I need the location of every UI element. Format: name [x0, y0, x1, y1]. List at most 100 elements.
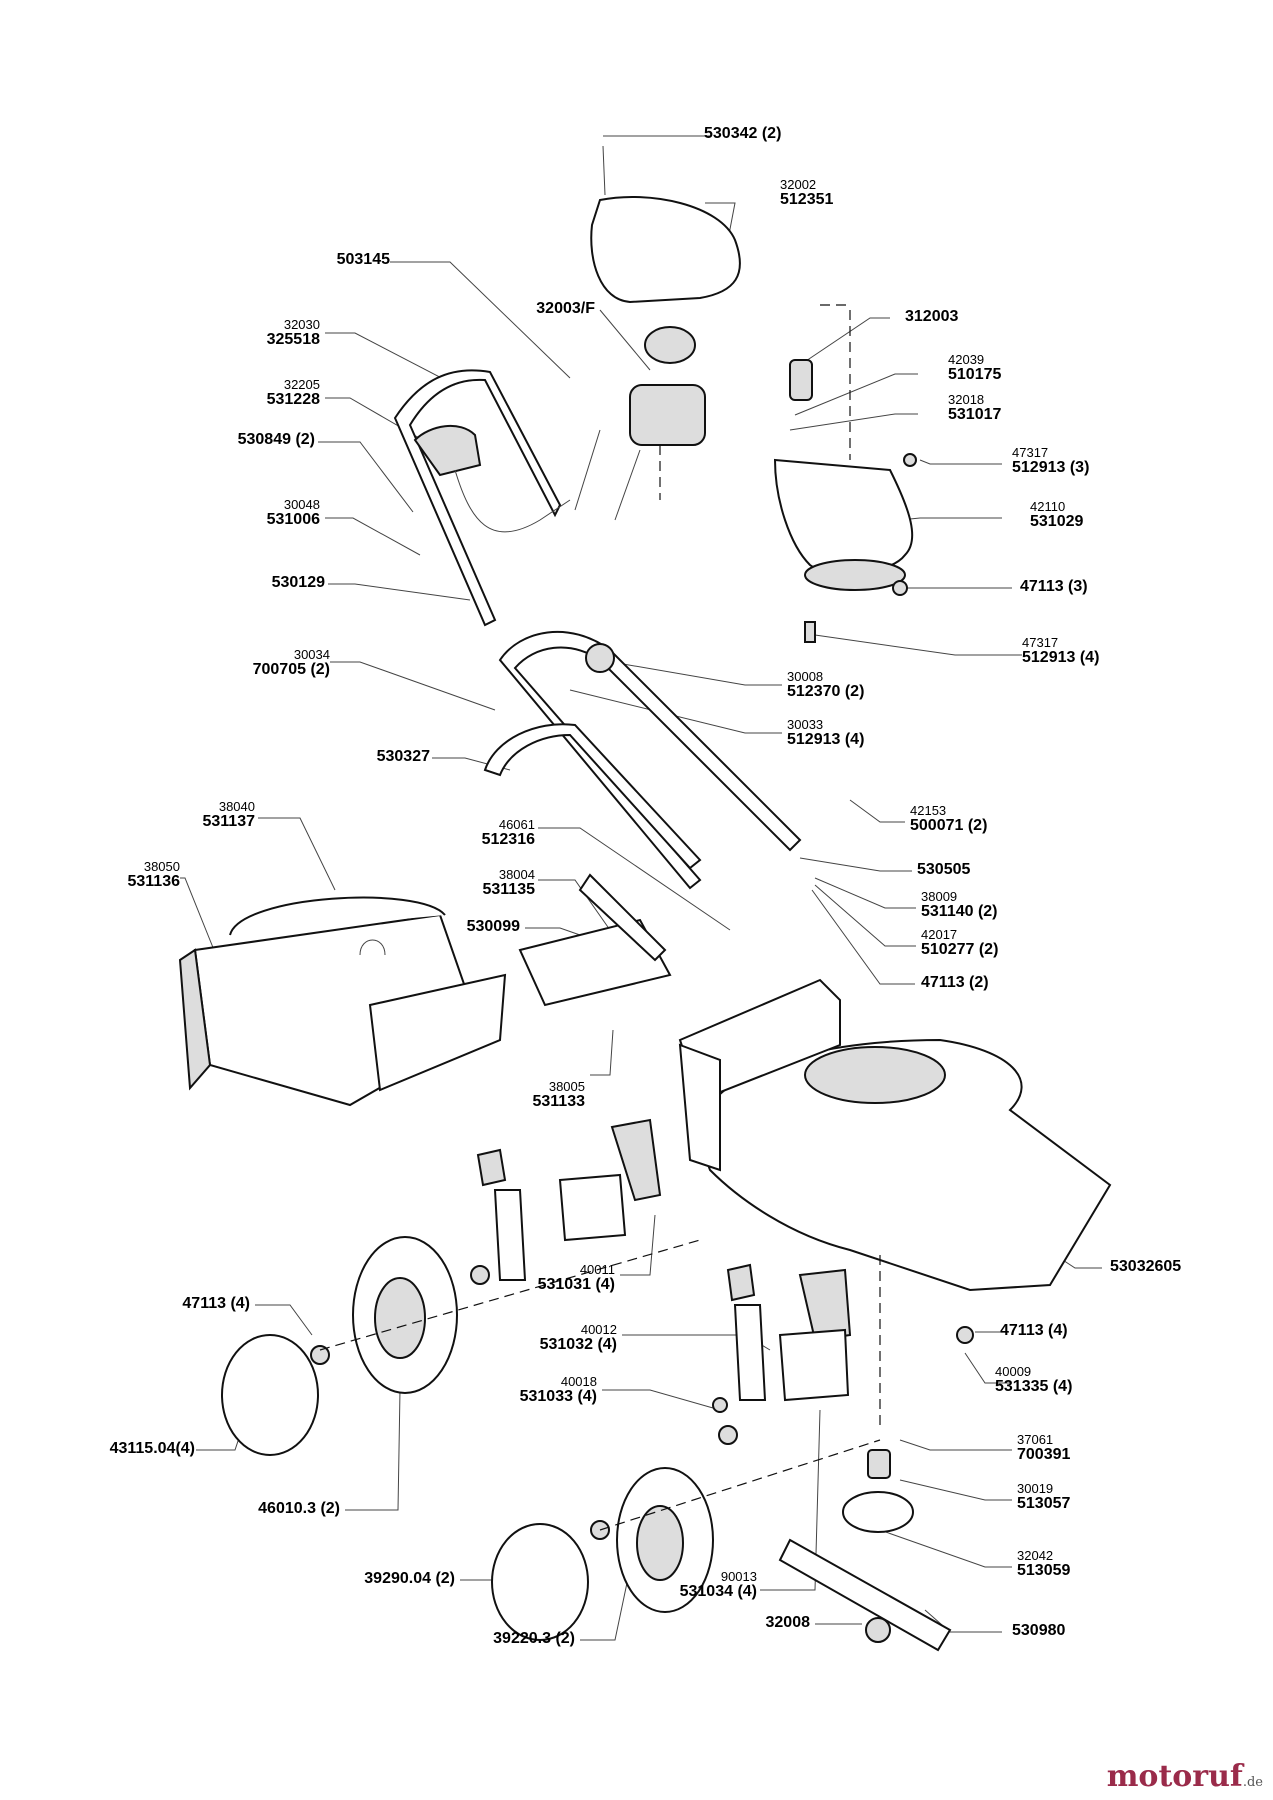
part-label: 53032605	[1110, 1258, 1182, 1275]
upper-handle	[393, 369, 641, 627]
part-label: 46010.3 (2)	[258, 1500, 340, 1517]
leader-l41	[345, 1389, 401, 1511]
leader-l16	[814, 634, 1022, 656]
front-wheel	[491, 1467, 714, 1641]
axles	[319, 1239, 974, 1531]
leader-l28	[525, 927, 581, 936]
discharge-guard	[518, 873, 672, 1007]
leader-l30	[811, 889, 915, 985]
leader-l26	[538, 879, 611, 931]
height-adjusters	[476, 1118, 852, 1402]
leader-l38	[602, 1389, 721, 1411]
motor	[629, 326, 706, 500]
part-label: 503145	[336, 251, 390, 268]
leader-l10	[318, 441, 414, 513]
part-label: 47113 (3)	[1020, 578, 1088, 595]
leader-l47	[924, 1609, 1002, 1633]
part-label: 530099	[466, 918, 520, 935]
leader-l31	[590, 1029, 614, 1076]
leader-l34	[255, 1304, 313, 1336]
mower-deck	[678, 978, 1112, 1430]
leader-l23	[538, 827, 731, 931]
part-label: 32008	[765, 1614, 811, 1631]
leader-l44	[760, 1409, 821, 1591]
leader-l43	[879, 1529, 1012, 1568]
leader-l07	[794, 373, 918, 416]
leader-l40	[899, 1439, 1012, 1451]
part-label: 39220.3 (2)	[493, 1630, 575, 1647]
part-label: 312003	[905, 308, 959, 325]
leader-l17	[330, 661, 496, 711]
motor-cover	[590, 145, 741, 304]
blade-housing	[773, 304, 914, 591]
leader-l12	[325, 517, 421, 556]
rear-wheel	[221, 1236, 458, 1456]
leader-l19	[569, 689, 782, 734]
part-label: 530980	[1012, 1622, 1066, 1639]
blade-assembly	[778, 1449, 952, 1652]
leader-l14	[328, 583, 471, 601]
part-label: 47113 (4)	[182, 1295, 250, 1312]
part-label: 47113 (4)	[1000, 1322, 1068, 1339]
screws-motor-area	[804, 453, 917, 643]
part-label: 530505	[917, 861, 971, 878]
leader-l05	[799, 317, 890, 366]
leader-l27	[814, 877, 916, 909]
leader-l37	[964, 1352, 1010, 1384]
leader-l09	[789, 413, 918, 431]
lower-handle	[483, 630, 802, 890]
leader-l25	[799, 857, 912, 872]
part-label: 530129	[271, 574, 325, 591]
part-label: 530327	[376, 748, 430, 765]
part-label: 47113 (2)	[921, 974, 989, 991]
part-label: 530849 (2)	[237, 431, 315, 448]
part-label: 39290.04 (2)	[364, 1570, 455, 1587]
leader-l29	[814, 884, 916, 947]
part-label: 530342 (2)	[704, 125, 782, 142]
part-label: 32003/F	[536, 300, 595, 317]
leader-l18	[599, 659, 782, 686]
leader-l06	[325, 332, 456, 386]
leader-l42	[899, 1479, 1012, 1501]
leader-l04	[599, 309, 651, 371]
capacitor	[789, 359, 813, 401]
grass-catcher	[178, 896, 507, 1107]
leader-l24	[180, 877, 219, 961]
leader-l21	[258, 817, 336, 891]
leader-l13	[899, 517, 1002, 521]
leader-l33	[620, 1214, 656, 1276]
part-label: 43115.04(4)	[109, 1440, 195, 1457]
leader-l22	[849, 799, 905, 823]
leader-l03	[390, 261, 571, 379]
